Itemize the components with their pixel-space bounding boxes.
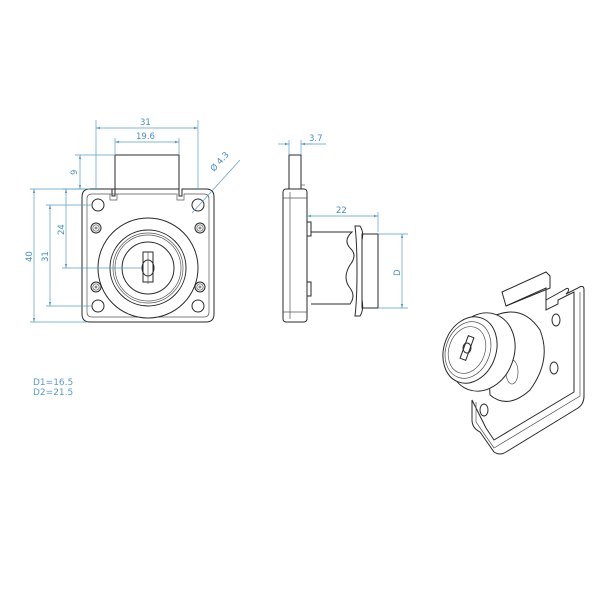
dim-cylinder-length: 22 [336,206,347,216]
note-d1: D1=16.5 [33,378,74,388]
dim-bolt-projection: 9 [70,170,80,175]
iso-bolt [501,271,551,307]
dim-hole-diameter: Ø 4.3 [208,150,232,174]
bolt [114,154,180,190]
side-view: 3.7 22 D [278,134,408,323]
iso-body [471,285,585,455]
keyway-icon [141,251,155,284]
side-dimensions: 3.7 22 D [278,134,408,309]
iso-hole [551,313,561,327]
body-side [282,188,308,323]
cylinder-side [361,233,379,309]
dim-height-40: 40 [25,251,35,262]
bolt-side [288,154,302,191]
isometric-view [442,271,585,455]
mount-hole [191,299,205,313]
mount-hole [191,198,205,212]
mount-hole [91,198,105,212]
iso-keyway-icon [459,335,475,361]
dim-bolt-thickness: 3.7 [309,134,323,144]
dim-bolt-width: 19.6 [136,132,155,142]
dim-diameter-D: D [393,269,403,276]
iso-hole [479,403,489,417]
mount-hole [91,299,105,313]
dim-width-31: 31 [140,118,151,128]
dim-center-height-24: 24 [57,224,67,235]
screw-boss [90,222,206,293]
housing-side [311,231,355,305]
flange-side [354,225,364,317]
note-d2: D2=21.5 [33,388,74,398]
body-inner [86,193,210,318]
dim-hole-spacing-31: 31 [41,251,51,262]
front-view: 31 19.6 9 Ø 4.3 40 31 [25,118,241,323]
iso-hole [549,361,559,375]
